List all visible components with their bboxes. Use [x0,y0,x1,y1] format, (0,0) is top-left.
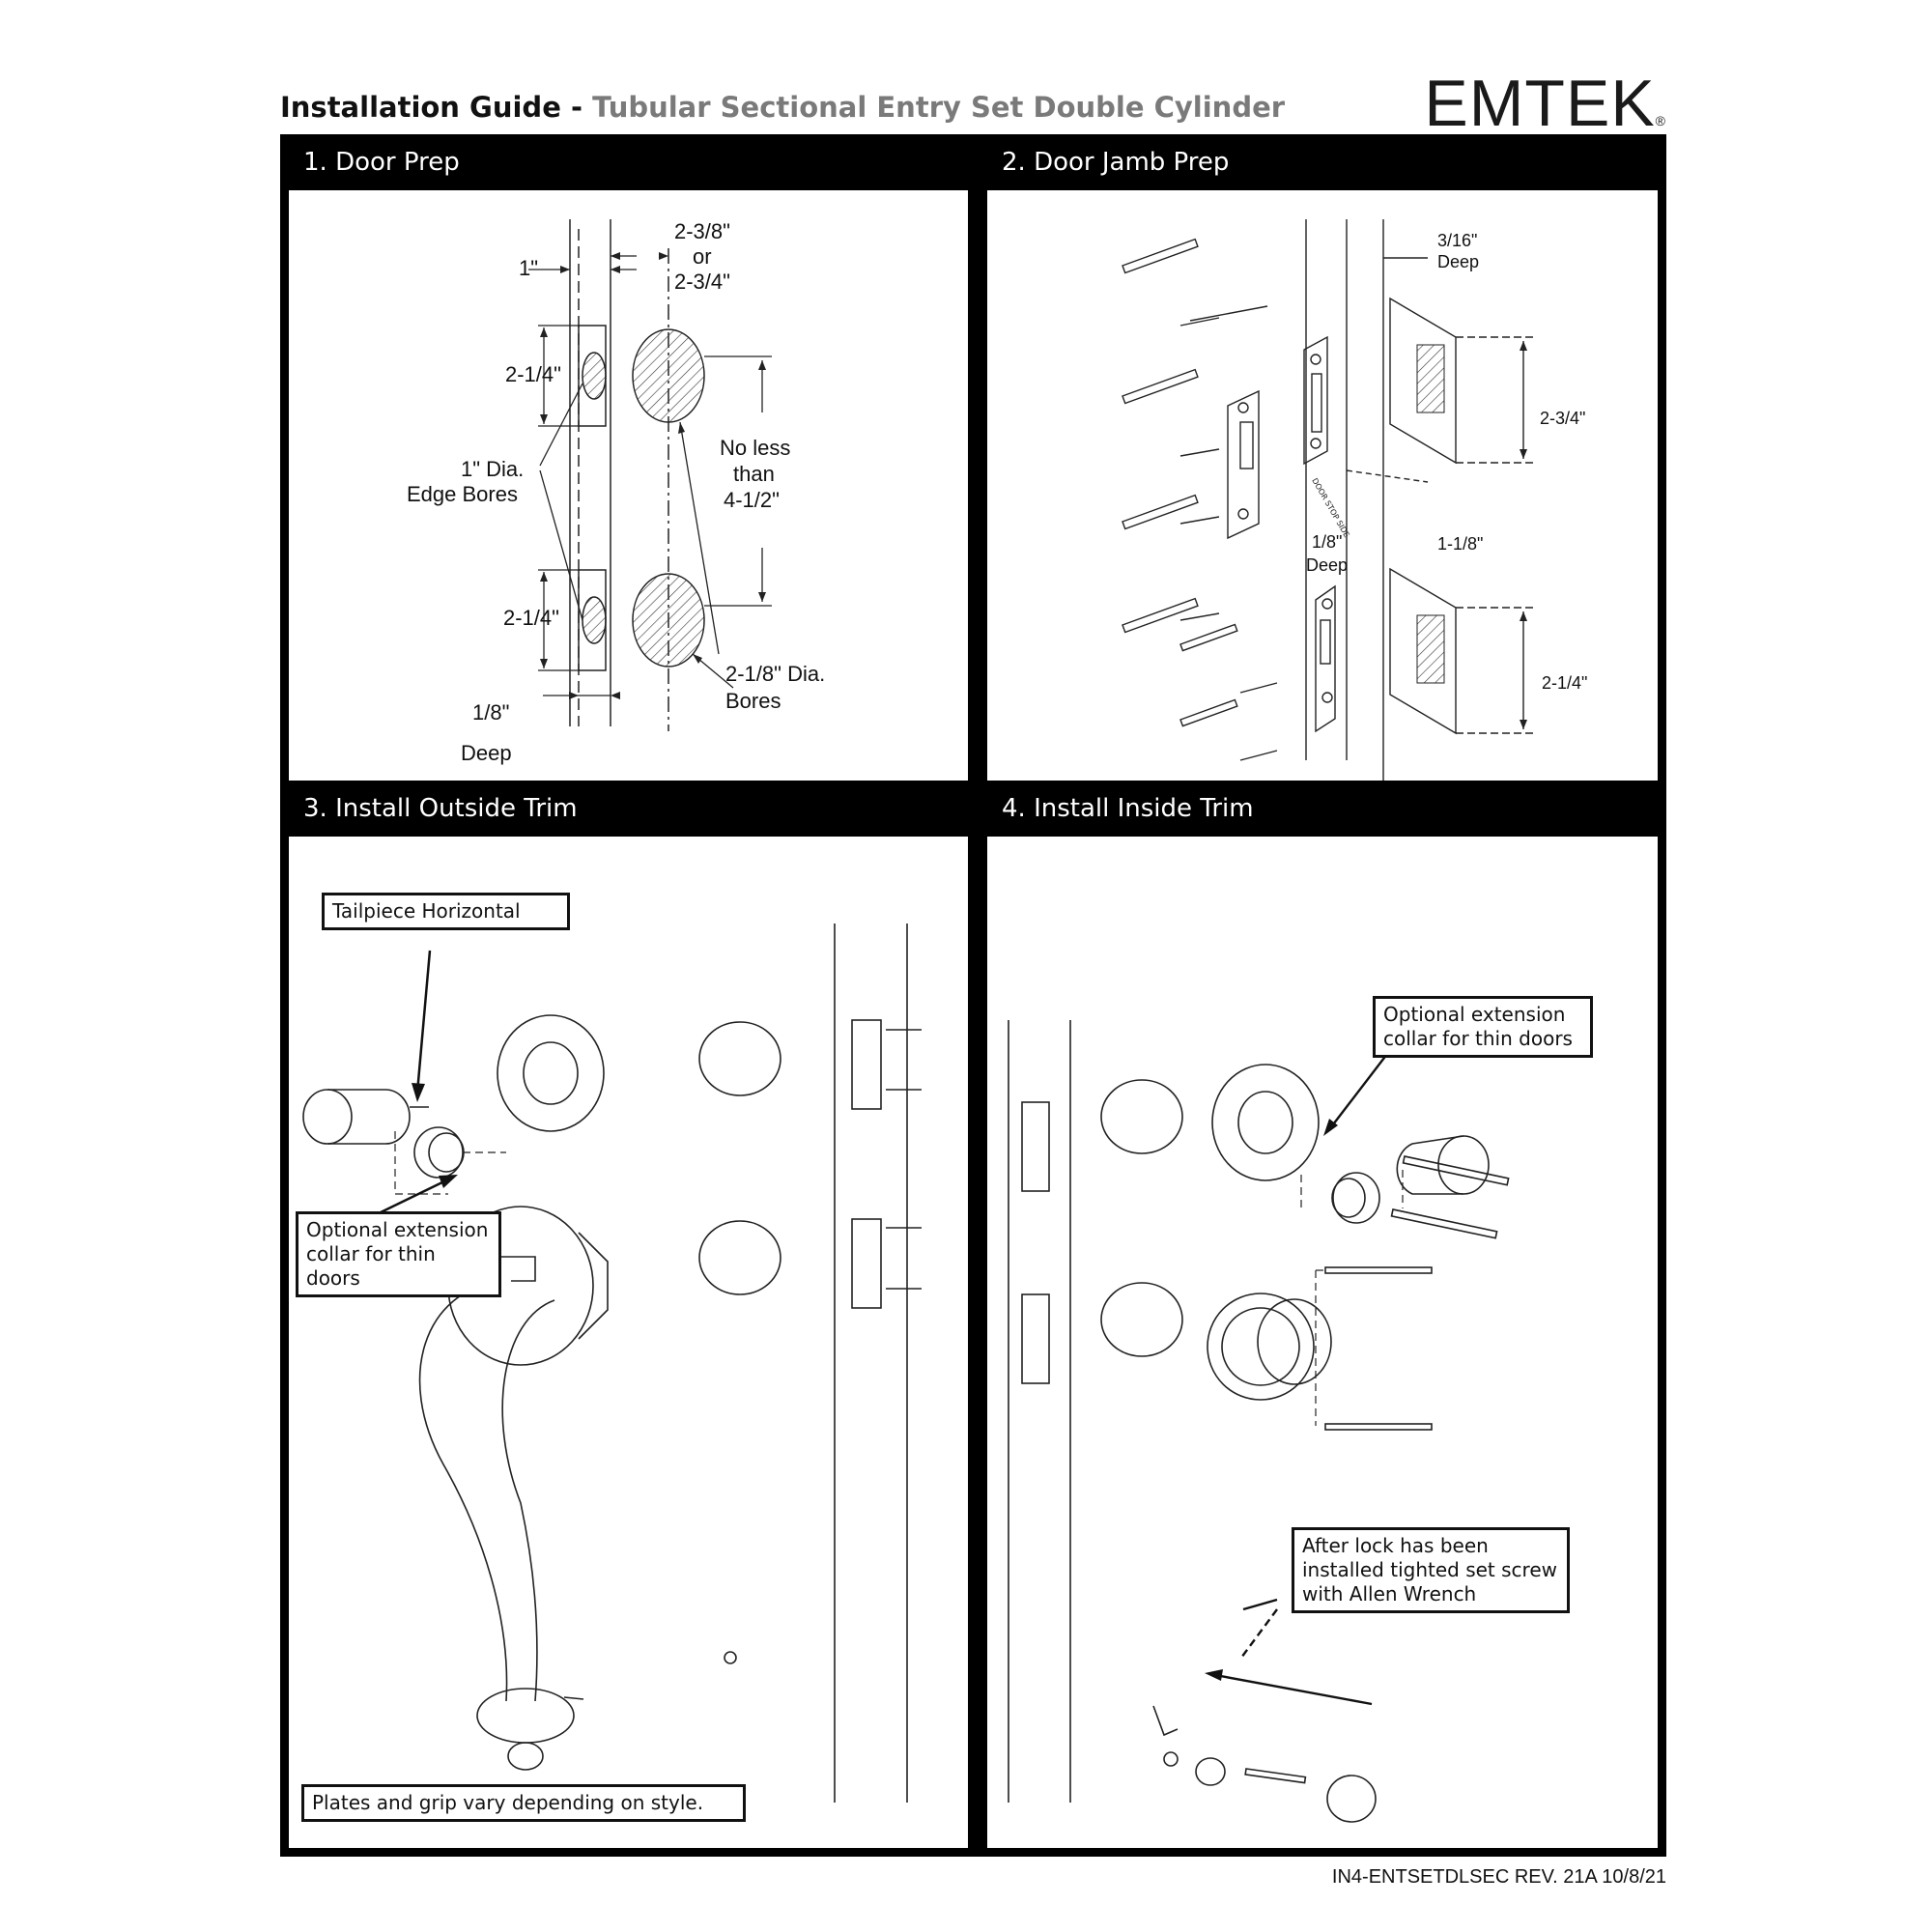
top-depth-label: Deep [1437,252,1480,271]
brand-logo: EMTEK® [1424,66,1666,141]
edge-height-bottom-label: 2-1/4" [503,606,559,630]
spacing-line2: than [733,462,775,486]
registered-mark: ® [1655,113,1666,128]
lower-height-label: 2-1/4" [1542,673,1588,693]
panel-inside-trim: Optional extension collar for thin doors… [987,837,1658,1848]
allen-wrench-callout: After lock has been installed tighted se… [1292,1527,1570,1613]
panel-outside-trim: Tailpiece Horizontal Optional extension … [289,837,968,1848]
jamb-width-label: 1-1/8" [1437,534,1484,554]
brand-name: EMTEK [1424,67,1656,140]
panel-1-heading: 1. Door Prep [303,148,460,177]
tailpiece-callout: Tailpiece Horizontal [322,893,570,930]
collar-callout-outside: Optional extension collar for thin doors [296,1211,501,1297]
inside-trim-diagram [1008,1020,1510,1823]
top-depth-value-label: 3/16" [1437,231,1478,250]
panel-2-heading: 2. Door Jamb Prep [1002,148,1230,177]
guide-title: Installation Guide - Tubular Sectional E… [280,91,1285,124]
panel-door-prep: 2-3/8" or 2-3/4" 1" 2-1/4" 1" Dia. Edge … [289,190,968,781]
backset-or-label: or [693,244,712,269]
document-header: Installation Guide - Tubular Sectional E… [280,67,1666,145]
depth-value-label: 1/8" [472,700,510,724]
backset-alt-label: 2-3/4" [674,270,730,294]
outside-trim-diagram [302,923,922,1803]
bores-line1: 2-1/8" Dia. [725,662,826,686]
edge-bores-line1: 1" Dia. [461,457,525,481]
panel-4-heading: 4. Install Inside Trim [1002,794,1254,823]
edge-offset-label: 1" [519,256,539,280]
lower-depth-value-label: 1/8" [1312,532,1343,552]
spacing-line1: No less [720,436,791,460]
title-sub: Tubular Sectional Entry Set Double Cylin… [592,91,1286,124]
title-main: Installation Guide - [280,91,593,124]
panel-door-jamb-prep: DOOR STOP SIDE 3/16" Deep 2-3/4" 1-1/8" … [987,190,1658,781]
document-code: IN4-ENTSETDLSEC REV. 21A 10/8/21 [1331,1866,1666,1888]
door-stop-text: DOOR STOP SIDE [1310,477,1350,539]
door-jamb-diagram: DOOR STOP SIDE [1122,219,1533,781]
backset-label: 2-3/8" [674,219,730,243]
style-note-callout: Plates and grip vary depending on style. [301,1784,746,1822]
collar-callout-inside: Optional extension collar for thin doors [1373,996,1593,1058]
upper-height-label: 2-3/4" [1540,409,1586,428]
depth-label: Deep [461,741,512,765]
bores-line2: Bores [725,689,781,713]
door-prep-diagram [528,219,772,731]
lower-depth-label: Deep [1306,555,1349,575]
spacing-line3: 4-1/2" [724,488,780,512]
panel-3-heading: 3. Install Outside Trim [303,794,578,823]
instruction-frame: 1. Door Prep [280,134,1666,1857]
edge-bores-line2: Edge Bores [407,482,518,506]
edge-height-top-label: 2-1/4" [505,362,561,386]
